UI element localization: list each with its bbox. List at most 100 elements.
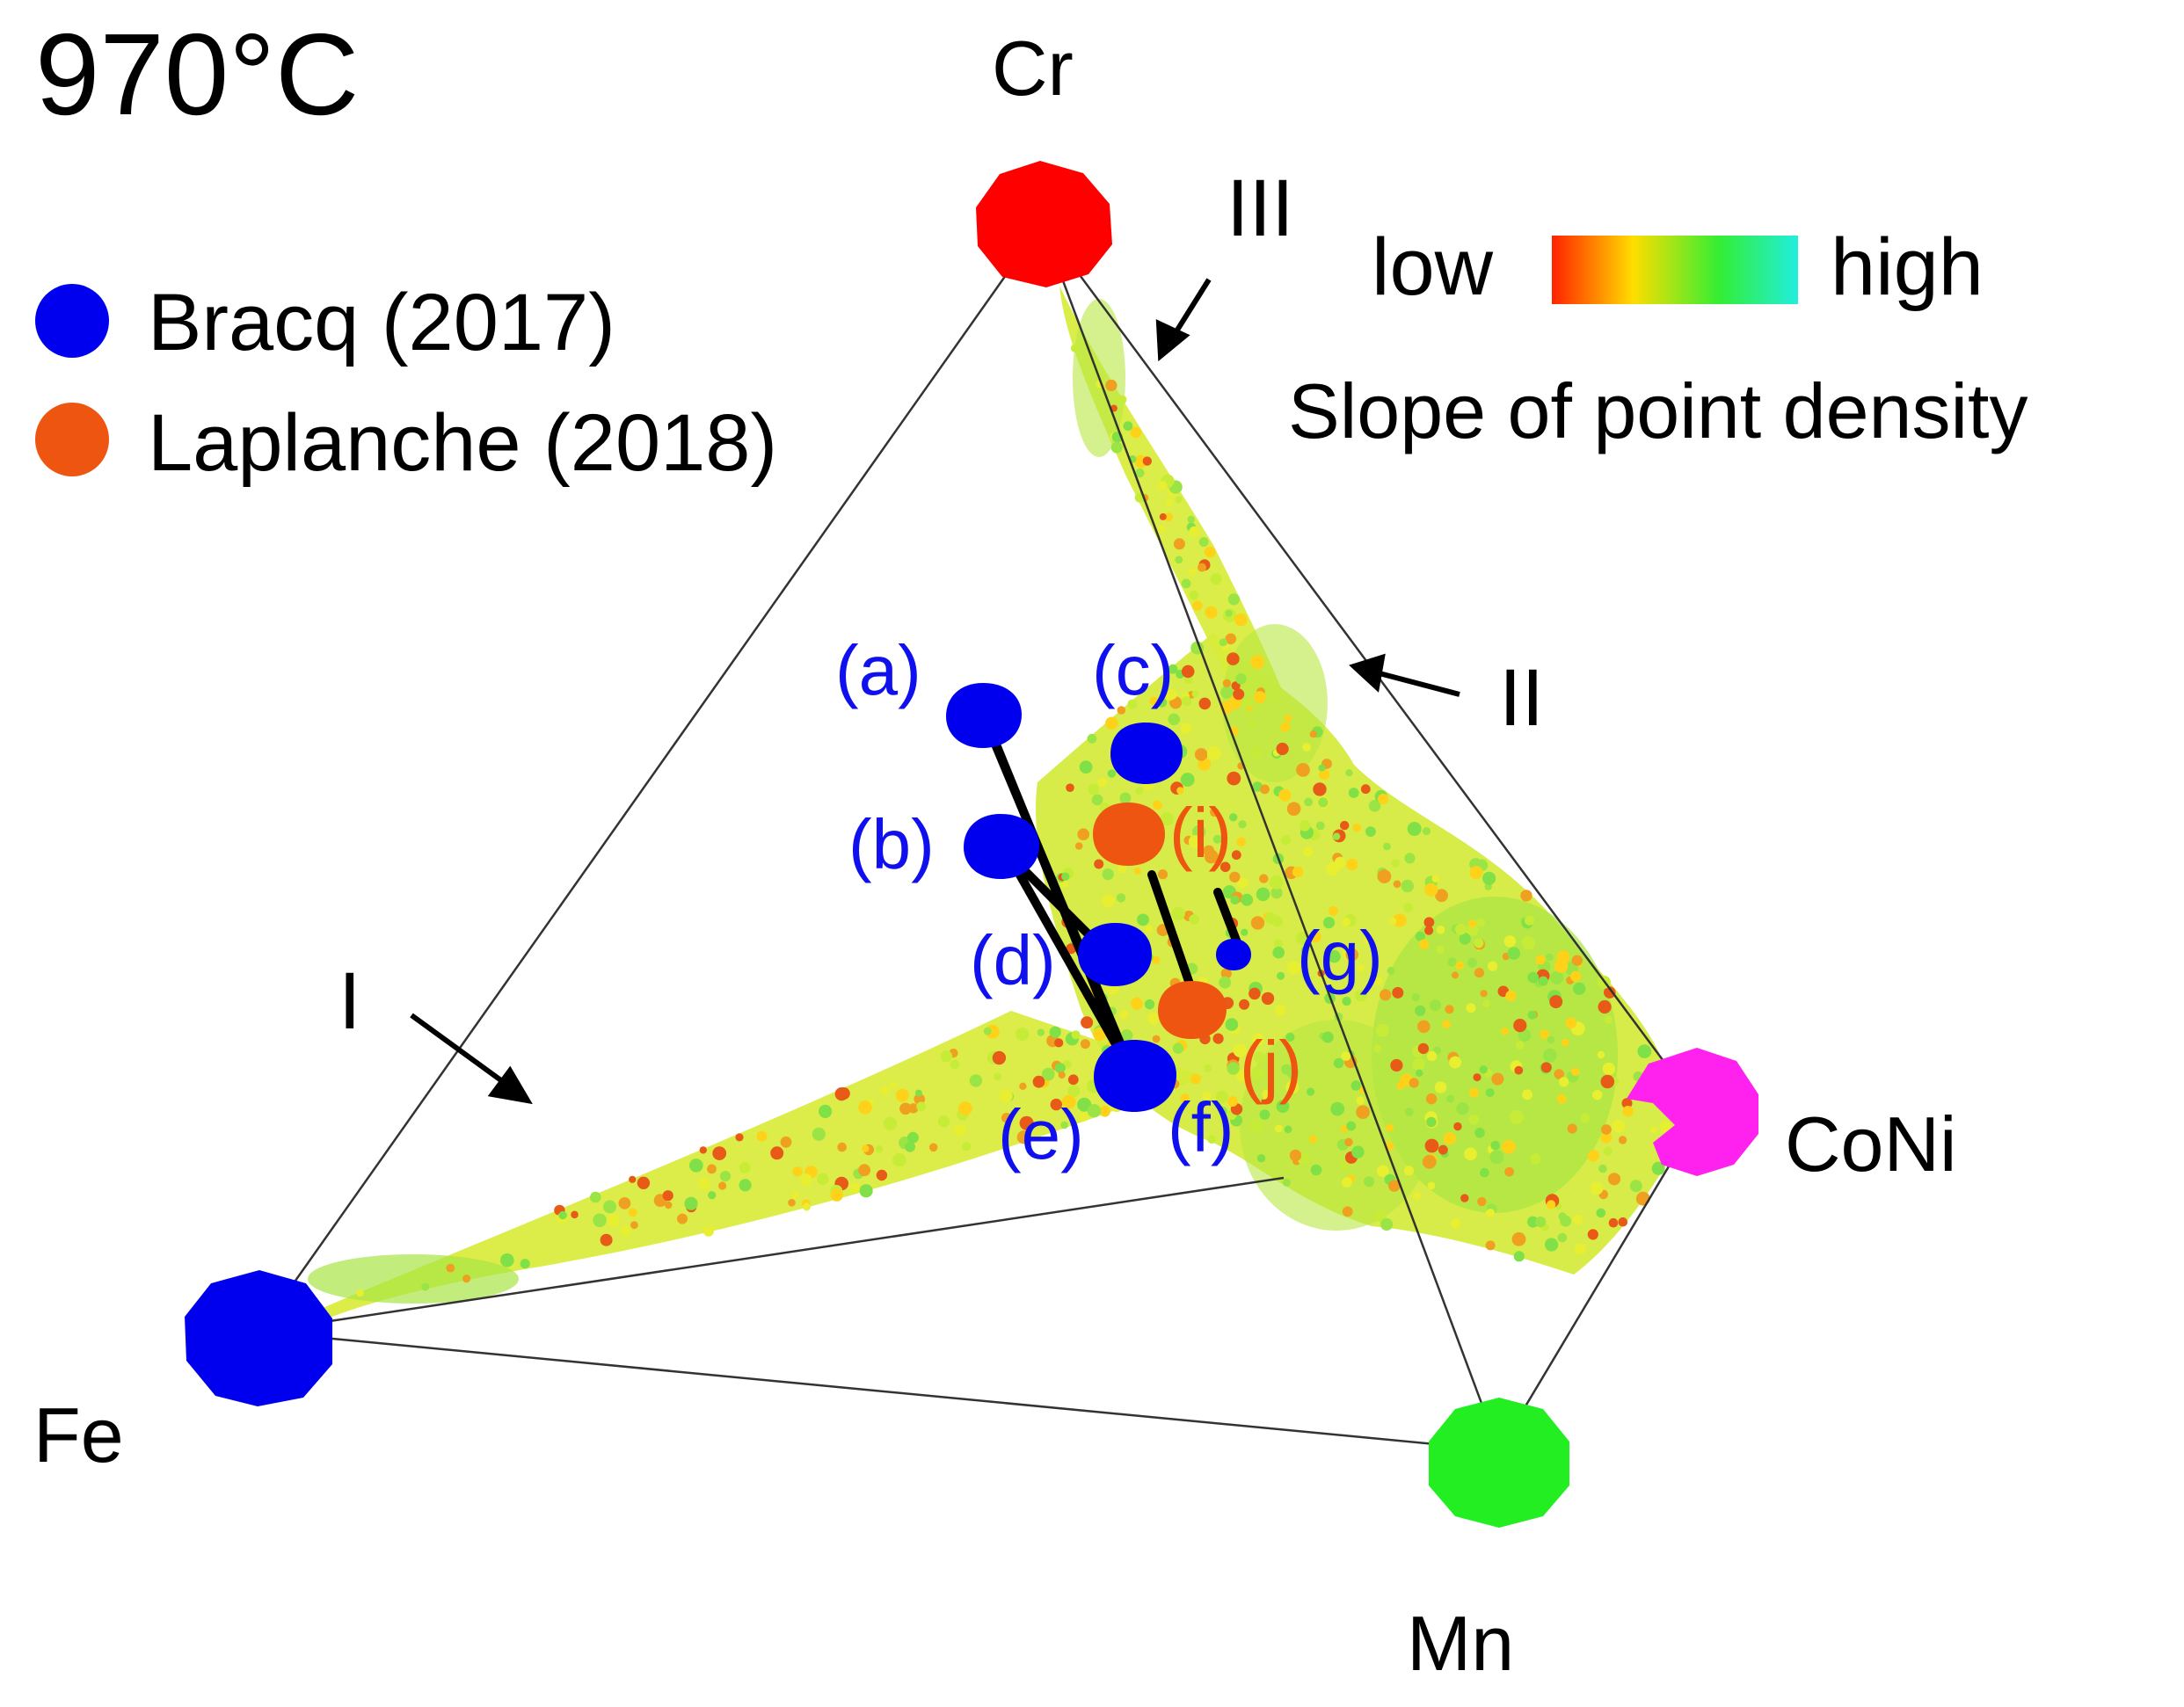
density-dot [1482,999,1490,1007]
density-dot [1276,1100,1290,1114]
density-dot [1430,999,1441,1012]
density-dot [1485,1209,1496,1218]
density-dot [1300,947,1308,954]
density-dot [500,1253,514,1268]
density-dot [1345,769,1353,777]
density-dot [1231,850,1241,861]
density-dot [1102,868,1114,881]
density-dot [1480,990,1488,998]
density-dot [1580,1113,1591,1123]
density-dot [1604,986,1616,999]
density-dot [1130,997,1143,1010]
density-dot [1535,955,1546,965]
density-dot [905,1141,915,1152]
density-dot [1287,961,1301,975]
density-dot [1401,879,1415,893]
density-dot [792,1166,803,1177]
point-label-g: (g) [1297,917,1383,995]
density-dot [1091,794,1103,806]
density-dot [703,1225,714,1237]
density-dot [1443,1132,1457,1145]
density-dot [1259,874,1269,883]
density-dot [1651,1161,1665,1175]
density-dot [1554,1069,1564,1079]
density-dot [1274,1004,1286,1016]
density-dot [1513,1019,1527,1033]
density-dot [1117,864,1127,874]
density-dot [1601,1124,1612,1135]
density-dot [1231,681,1241,691]
density-dot [1236,1069,1249,1082]
marker-g [1216,939,1251,970]
density-dot [1554,959,1569,973]
density-dot [1152,1035,1161,1043]
density-dot [1227,771,1241,786]
density-dot [1530,1153,1541,1165]
density-dot [1236,877,1249,889]
density-dot [1147,1013,1160,1025]
density-dot [1340,820,1350,831]
density-dot [1346,1121,1357,1131]
density-dot [1438,1144,1448,1155]
density-dot [1535,1217,1547,1228]
density-dot [1540,1029,1550,1040]
tie-lines [980,712,1244,1081]
density-dot [1229,871,1241,883]
marker-j [1158,981,1227,1039]
density-dot [1373,1209,1387,1223]
density-dot [1608,1217,1619,1228]
density-dot [1061,872,1070,881]
density-dot [862,1144,870,1152]
colorbar-gradient [1552,236,1798,304]
density-dot [1212,834,1222,844]
density-dot [1296,763,1310,777]
density-dot [708,1191,717,1200]
density-dot [1249,721,1257,729]
density-dot [1350,1080,1361,1091]
density-dot [1278,788,1292,802]
density-dot [1391,859,1400,868]
vertex-marker-fe [185,1270,332,1406]
density-dot [1637,1044,1652,1058]
density-dot [1507,947,1520,960]
density-dot [1464,1147,1477,1161]
density-dot [1405,1108,1414,1116]
density-dot [1600,1074,1615,1089]
density-dot [1081,1016,1094,1029]
density-dot [1204,1064,1212,1072]
density-dot [1431,875,1440,883]
density-dot [1479,1065,1488,1074]
density-dot [788,1199,796,1207]
density-dot [1292,866,1304,878]
density-dot [1207,1135,1217,1144]
density-dot [1549,995,1563,1009]
point-label-f: (f) [1168,1088,1234,1166]
vertex-label-mn: Mn [1407,1600,1514,1687]
density-dot [1309,931,1321,943]
density-dot [662,1190,673,1202]
cloud-patch-green [308,1254,519,1304]
density-dot [1199,1112,1209,1122]
density-dot [1135,787,1144,795]
density-dot [1176,787,1184,795]
density-dot [1557,1232,1568,1243]
density-dot [1097,777,1108,788]
density-dot [1521,936,1536,950]
density-dot [739,1179,752,1192]
density-dot [719,1171,732,1182]
density-dot [1079,1112,1088,1122]
density-dot [791,1192,799,1200]
colorbar: low high Slope of point density [1288,222,2027,454]
density-dot [1504,1166,1514,1177]
density-dot [1310,1164,1322,1176]
density-dot [1206,746,1221,761]
density-dot [1485,1240,1496,1251]
density-dot [1360,784,1371,795]
density-dot [1389,918,1397,925]
density-dot [1377,869,1392,883]
legend: Bracq (2017) Laplanche (2018) [35,278,777,488]
density-dot [1133,867,1141,875]
density-dot [1273,939,1283,948]
density-dot [707,1164,717,1174]
density-dot [1180,723,1191,734]
